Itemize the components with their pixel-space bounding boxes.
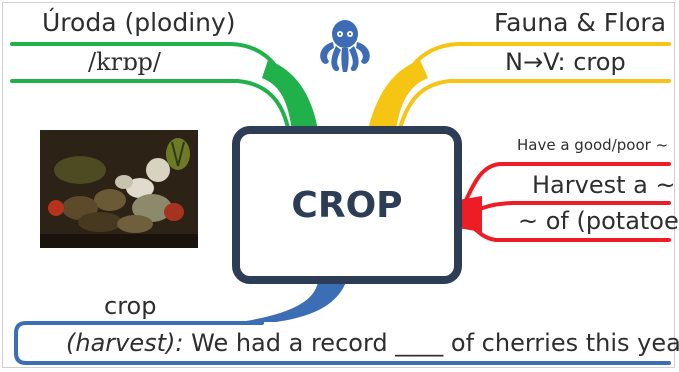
sense-label: (harvest): bbox=[66, 329, 184, 357]
red-branch-hint: Have a good/poor ~ bbox=[517, 136, 669, 154]
blue-branch-word: crop bbox=[104, 292, 157, 320]
page-frame bbox=[2, 2, 675, 368]
blue-branch-stem bbox=[240, 282, 346, 322]
vegetables-still-life-image bbox=[40, 130, 198, 248]
blue-branch-sentence: (harvest): We had a record ____ of cherr… bbox=[66, 331, 679, 355]
red-branch-tip bbox=[458, 196, 482, 232]
yellow-branch-stem bbox=[368, 60, 428, 130]
yellow-branch bbox=[368, 42, 671, 130]
green-branch-line-bottom bbox=[10, 79, 290, 130]
blue-branch-frame bbox=[14, 321, 671, 365]
red-branch bbox=[458, 162, 671, 242]
red-branch-label-2: ~ of (potatoes) bbox=[518, 207, 679, 235]
yellow-branch-label-top: Fauna & Flora bbox=[494, 8, 667, 37]
yellow-branch-label-bottom: N→V: crop bbox=[505, 48, 626, 76]
sentence-before: We had a record bbox=[191, 329, 388, 357]
red-branch-label-1: Harvest a ~ bbox=[532, 171, 676, 199]
yellow-branch-line-bottom bbox=[398, 79, 671, 130]
center-box bbox=[232, 126, 462, 284]
green-branch-label-top: Úroda (plodiny) bbox=[42, 8, 236, 37]
sentence-blank: ____ bbox=[395, 329, 444, 357]
center-word: CROP bbox=[291, 184, 403, 226]
green-branch-stem bbox=[262, 60, 318, 130]
blue-branch bbox=[14, 282, 671, 365]
octopus-icon bbox=[320, 20, 370, 72]
sentence-after: of cherries this year. bbox=[450, 329, 679, 357]
green-branch bbox=[10, 42, 318, 130]
green-branch-label-ipa: /krɒp/ bbox=[88, 48, 161, 76]
